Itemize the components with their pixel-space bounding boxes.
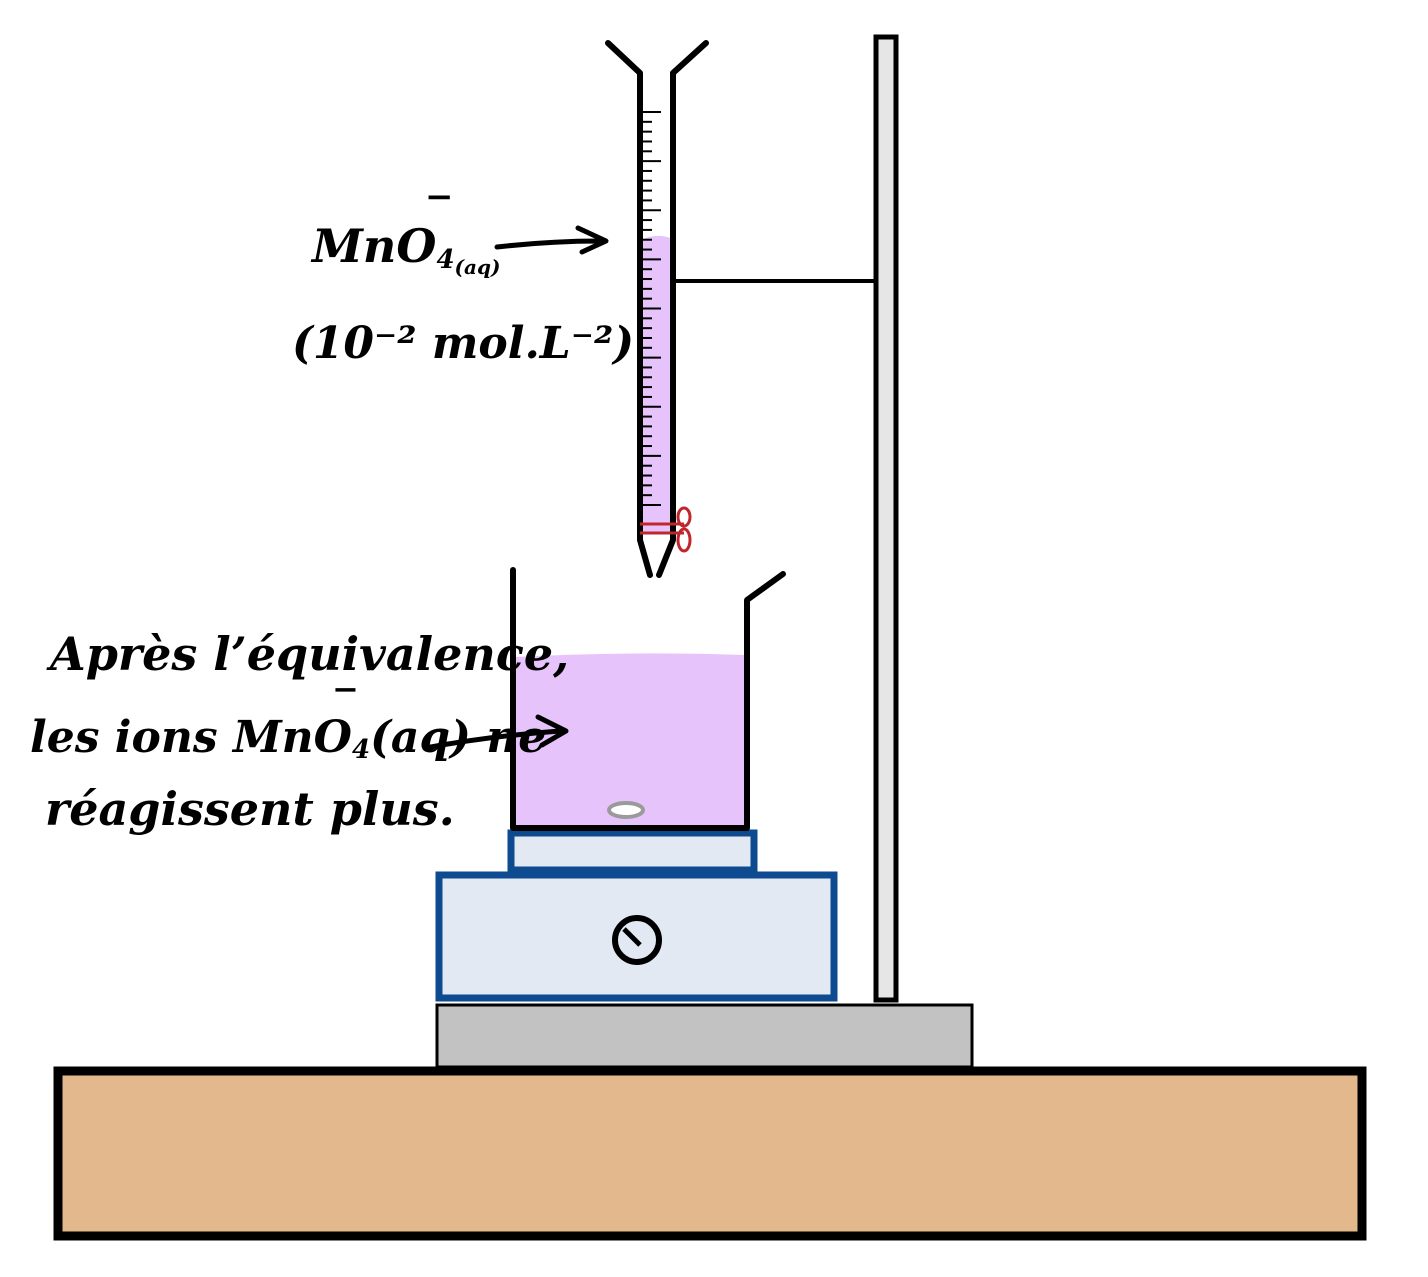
beaker-glass	[510, 567, 786, 831]
note-line-3: réagissent plus.	[45, 782, 455, 836]
magnetic-stirrer	[435, 829, 838, 1002]
beaker	[510, 567, 786, 831]
stir-bar-icon	[607, 801, 645, 819]
beaker-solution	[515, 653, 748, 826]
concentration-label: (10⁻² mol.L⁻²)	[292, 318, 634, 369]
equivalence-note: Après l’équivalence, les ions MnO4(aq) n…	[30, 627, 569, 836]
dial-icon	[612, 915, 662, 965]
burette-graduations	[641, 111, 661, 506]
burette-solution	[641, 235, 670, 533]
note-line-1: Après l’équivalence,	[46, 627, 569, 681]
stand-base-plate	[435, 1003, 974, 1069]
burette	[605, 40, 709, 578]
reagent-arrow	[494, 225, 609, 255]
lab-bench	[53, 1066, 1367, 1241]
burette-left-wall	[605, 40, 653, 578]
reagent-ion-text: MnO4(aq)	[310, 219, 500, 279]
note-arrow	[422, 714, 569, 751]
reagent-label: MnO4(aq) −	[310, 177, 609, 279]
stirrer-top-plate	[507, 829, 758, 874]
reagent-charge: −	[425, 177, 454, 217]
burette-right-wall	[656, 40, 709, 578]
stopcock-icon	[640, 506, 692, 553]
note-line-2-charge: −	[332, 670, 359, 708]
stand-rod	[873, 34, 899, 1003]
note-line-2: les ions MnO4(aq) ne	[30, 712, 546, 765]
